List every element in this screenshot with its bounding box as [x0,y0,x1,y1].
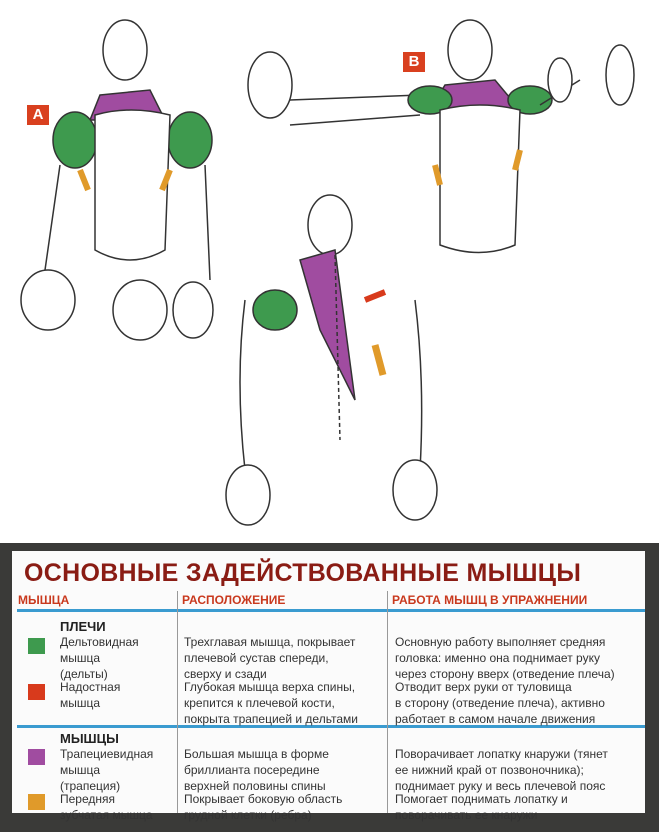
column-divider [177,591,178,813]
muscle-location: Покрывает боковую область грудной клетки… [184,792,343,822]
muscle-function: Поворачивает лопатку кнаружи (тянет ее н… [395,747,608,793]
color-swatch-deltoid [28,638,45,654]
section-title: ПЛЕЧИ [60,619,106,634]
label-a-badge: A [27,105,49,125]
column-divider [387,591,388,813]
header-muscle: МЫШЦА [18,593,70,607]
muscle-location: Глубокая мышца верха спины, крепится к п… [184,680,359,726]
anatomy-drawing [20,19,635,526]
muscle-name: Дельтовидная мышца (дельты) [60,635,139,681]
figure-back [225,194,438,526]
muscle-name: Передняя зубчатая мышца [60,792,153,822]
muscle-function: Отводит верх руки от туловища в сторону … [395,680,605,726]
color-swatch-supraspinatus [28,684,45,700]
muscle-name: Надостная мышца [60,680,121,710]
color-swatch-serratus [28,794,45,810]
muscle-location: Большая мышца в форме бриллианта посеред… [184,747,329,793]
header-location: РАСПОЛОЖЕНИЕ [182,593,286,607]
exercise-illustration: A B [20,19,635,526]
figure-b [247,19,635,254]
label-b-badge: B [403,52,425,72]
muscle-name: Трапециевидная мышца (трапеция) [60,747,154,793]
muscle-function: Помогает поднимать лопатку и поворачиват… [395,792,568,822]
muscle-function: Основную работу выполняет средняя головк… [395,635,615,681]
muscles-panel: ОСНОВНЫЕ ЗАДЕЙСТВОВАННЫЕ МЫШЦЫ МЫШЦА РАС… [0,543,659,832]
divider [17,609,645,612]
muscle-location: Трехглавая мышца, покрывает плечевой сус… [184,635,356,681]
figure-a [20,19,214,341]
section-title: МЫШЦЫ [60,731,119,746]
color-swatch-trapezius [28,749,45,765]
divider [17,725,645,728]
muscles-table: ОСНОВНЫЕ ЗАДЕЙСТВОВАННЫЕ МЫШЦЫ МЫШЦА РАС… [12,551,645,822]
header-function: РАБОТА МЫШЦ В УПРАЖНЕНИИ [392,593,588,607]
table-title: ОСНОВНЫЕ ЗАДЕЙСТВОВАННЫЕ МЫШЦЫ [24,559,582,587]
